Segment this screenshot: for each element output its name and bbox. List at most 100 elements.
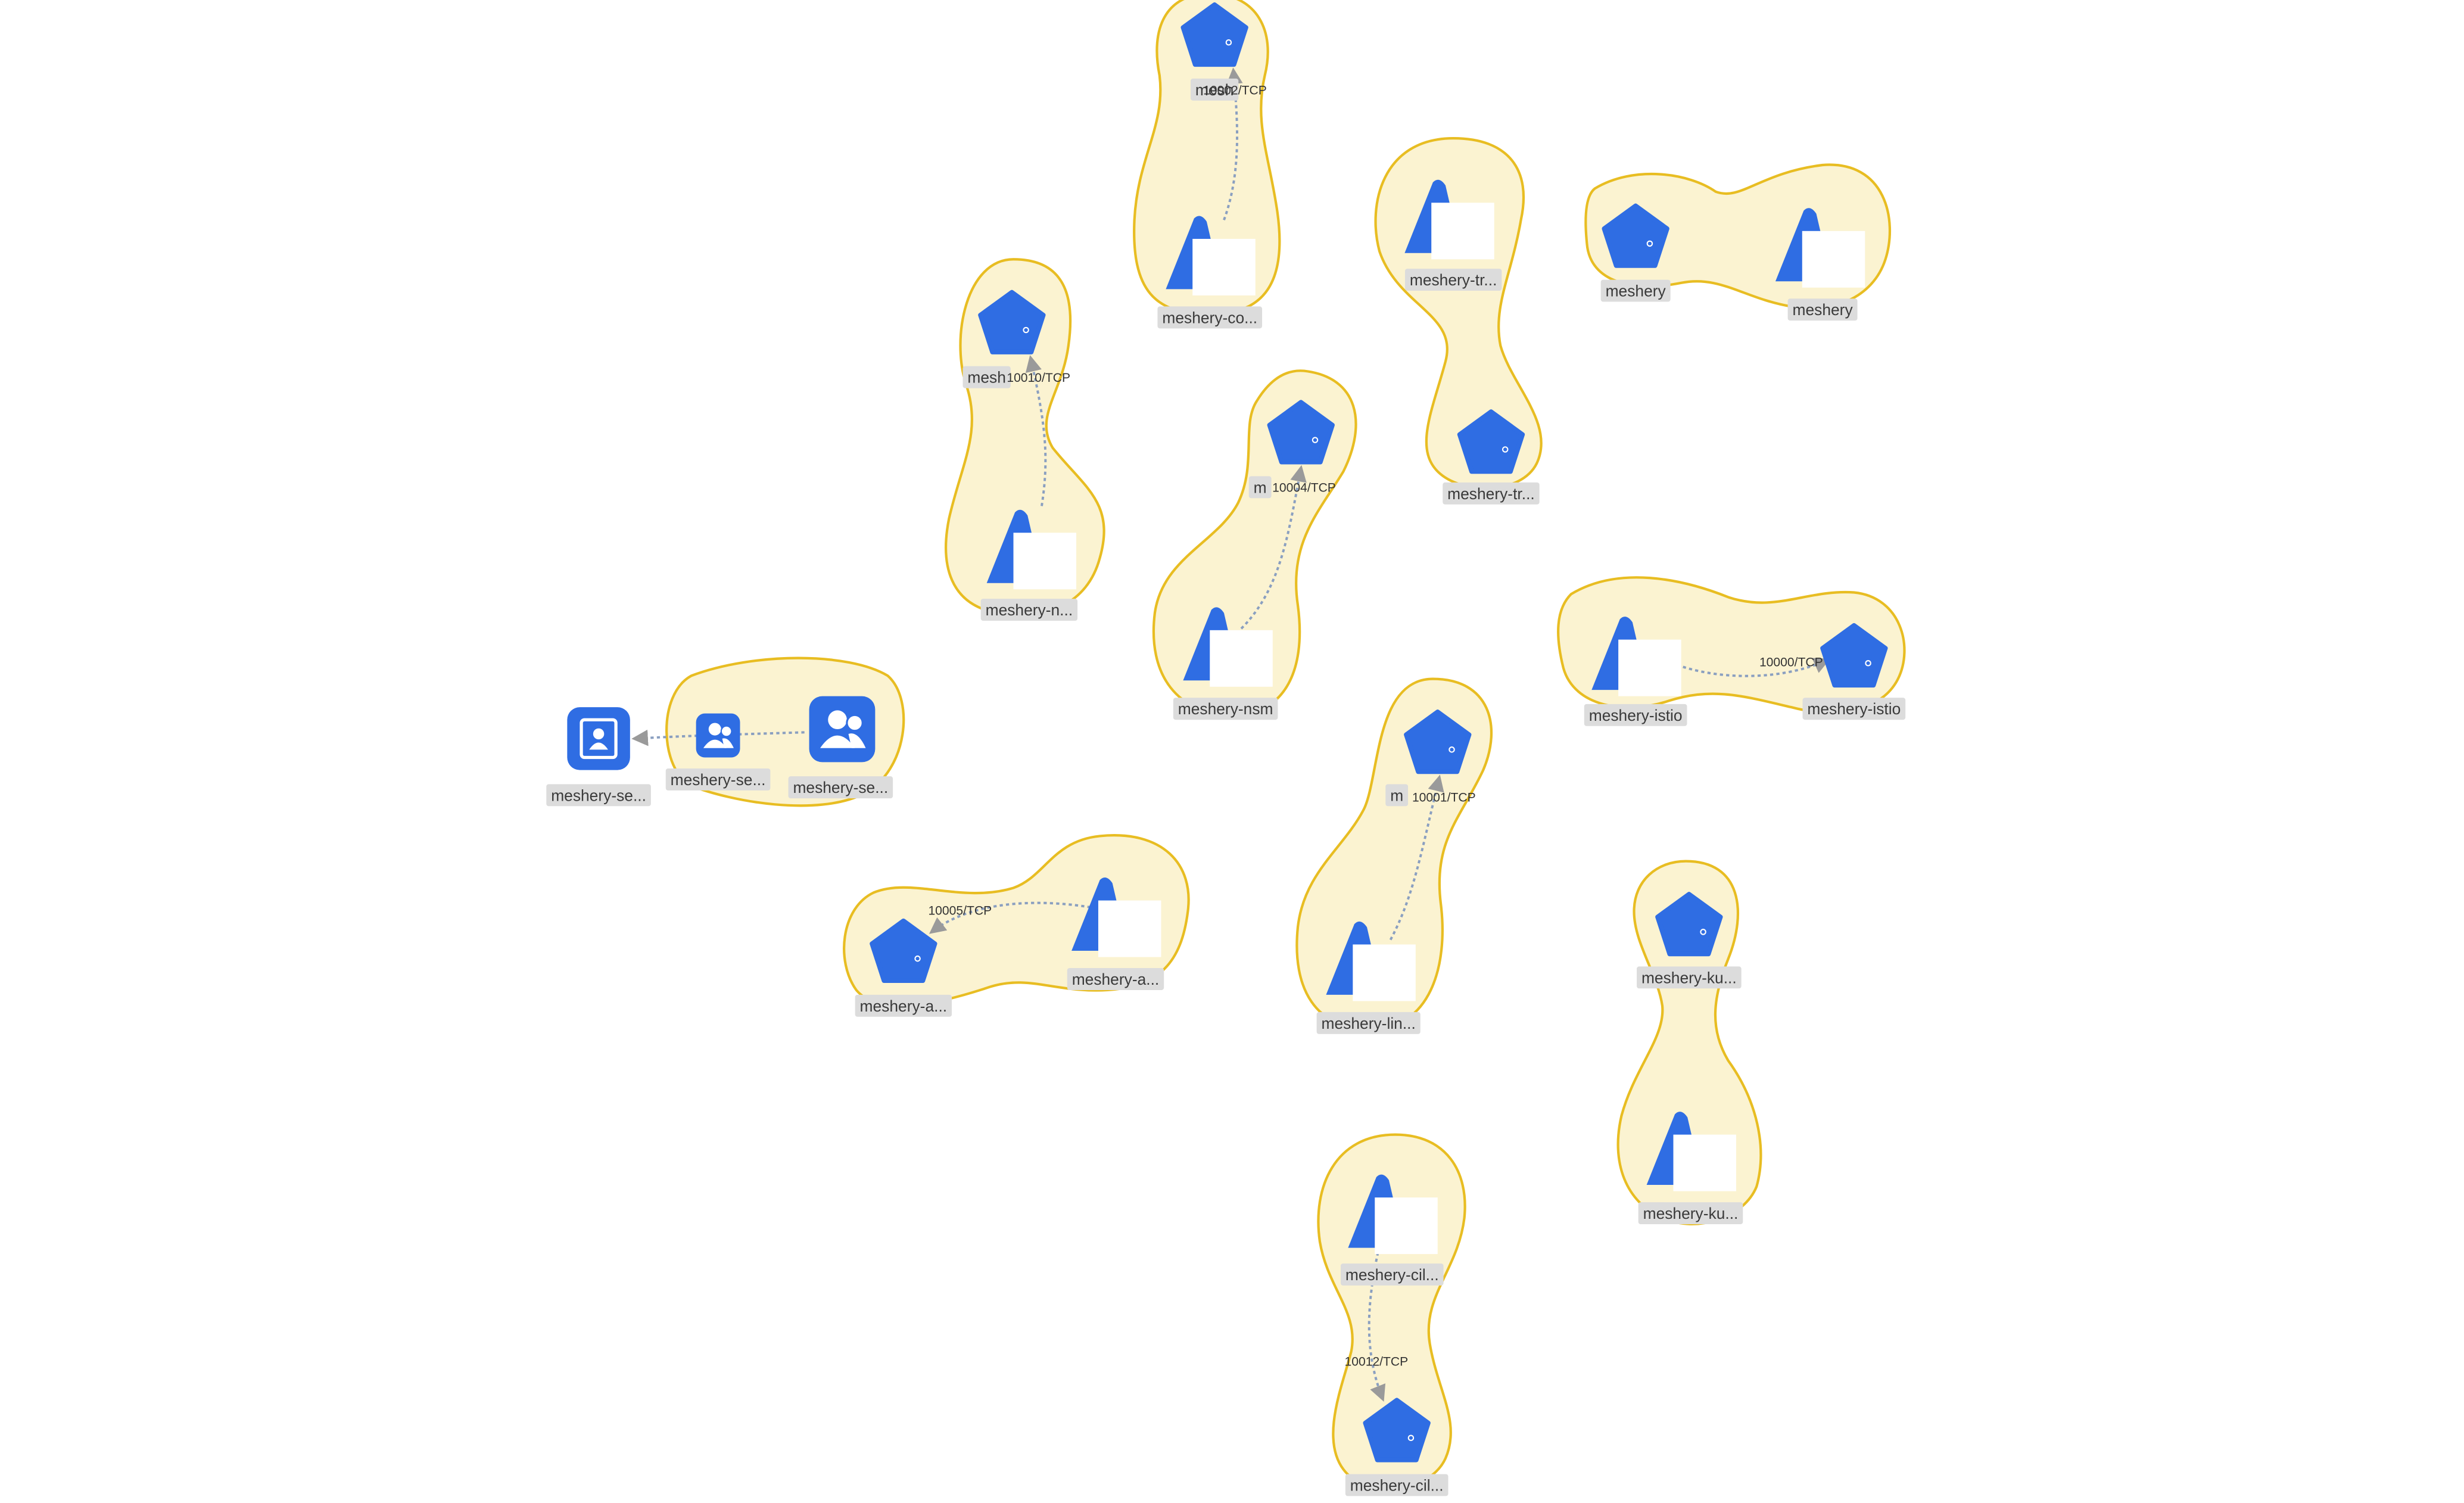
- node-mesh-istio-svc[interactable]: meshery-istio: [1802, 623, 1906, 720]
- deployment-icon: [1775, 208, 1865, 288]
- node-label-text: m: [1390, 786, 1403, 804]
- node-mesh-ku-dep[interactable]: meshery-ku...: [1638, 1112, 1743, 1225]
- edge-connection[interactable]: [1025, 355, 1047, 506]
- node-label-text: m: [1254, 478, 1267, 496]
- node-mesh-a-dep[interactable]: meshery-a...: [1067, 877, 1164, 990]
- edge-connection[interactable]: [929, 901, 1097, 934]
- node-label-text: meshery-istio: [1807, 700, 1901, 718]
- node-meshery-svc[interactable]: meshery: [1600, 203, 1671, 302]
- node-label-text: meshery-ku...: [1643, 1205, 1739, 1222]
- node-label: meshery-ku...: [1637, 966, 1742, 989]
- service-icon: [1820, 623, 1888, 688]
- node-mesh-tr-svc[interactable]: meshery-tr...: [1443, 409, 1540, 505]
- service-icon: [1363, 1398, 1431, 1462]
- node-mesh-nsm-dep[interactable]: meshery-nsm: [1173, 607, 1278, 720]
- node-label: meshery-a...: [855, 994, 952, 1017]
- node-label: meshery-tr...: [1404, 269, 1502, 291]
- role-binding-icon: [696, 713, 740, 758]
- node-label: meshery-lin...: [1316, 1012, 1421, 1034]
- node-label-text: meshery: [1606, 282, 1666, 300]
- node-label: meshery: [1787, 298, 1858, 321]
- node-label: meshery-istio: [1584, 704, 1687, 726]
- deployment-icon: [1183, 607, 1273, 687]
- node-label-text: meshery: [1793, 301, 1854, 319]
- node-label: meshery-co...: [1157, 306, 1263, 329]
- node-label: meshery-se...: [546, 784, 651, 807]
- node-label-text: meshery-istio: [1589, 707, 1683, 724]
- edge-port-label: 10004/TCP: [1272, 481, 1336, 495]
- node-mesh-cil-dep[interactable]: meshery-cil...: [1340, 1174, 1444, 1286]
- edge-port-label: 10010/TCP: [1007, 371, 1070, 385]
- node-label: meshery-se...: [665, 768, 771, 791]
- node-label: meshery-cil...: [1345, 1474, 1449, 1496]
- edge-connection[interactable]: [1240, 465, 1307, 630]
- node-mesh-co-dep[interactable]: meshery-co...: [1157, 216, 1263, 329]
- node-label-text: meshery-n...: [986, 601, 1073, 619]
- node-label: meshery: [1600, 279, 1671, 302]
- service-icon: [870, 918, 937, 984]
- service-account-icon: [809, 696, 876, 763]
- node-mesh-nsm-svc[interactable]: m: [1248, 400, 1335, 499]
- node-label: m: [1248, 476, 1272, 499]
- node-label: meshery-tr...: [1443, 482, 1540, 505]
- node-label-text: meshery-cil...: [1350, 1476, 1444, 1494]
- node-label: mesh: [962, 366, 1011, 388]
- edge-port-label: 10012/TCP: [1345, 1355, 1409, 1368]
- node-label: meshery-a...: [1067, 968, 1164, 990]
- node-label-text: meshery-tr...: [1447, 485, 1535, 503]
- node-label-text: meshery-se...: [793, 779, 888, 796]
- node-mesh-a-svc[interactable]: meshery-a...: [855, 918, 952, 1017]
- node-mesh-lin-svc[interactable]: m: [1385, 710, 1472, 807]
- node-label-text: meshery-se...: [671, 771, 766, 789]
- role-icon: [567, 707, 630, 770]
- node-label-text: meshery-a...: [860, 997, 948, 1015]
- node-label-text: meshery-ku...: [1641, 969, 1737, 987]
- node-mesh-se-rb[interactable]: meshery-se...: [665, 713, 771, 791]
- edge-connection[interactable]: [1665, 658, 1831, 677]
- node-label: m: [1385, 784, 1409, 807]
- node-mesh-istio-dep[interactable]: meshery-istio: [1584, 617, 1687, 726]
- node-label-text: meshery-tr...: [1410, 271, 1497, 289]
- node-label: meshery-n...: [980, 599, 1078, 621]
- node-mesh-se-role[interactable]: meshery-se...: [546, 707, 651, 807]
- deployment-icon: [1348, 1174, 1438, 1255]
- node-label-text: meshery-nsm: [1178, 700, 1273, 718]
- node-label: meshery-cil...: [1340, 1263, 1444, 1286]
- edge-port-label: 10000/TCP: [1759, 656, 1823, 670]
- service-icon: [1404, 710, 1472, 774]
- node-label-text: meshery-co...: [1162, 309, 1257, 326]
- node-label: meshery-ku...: [1638, 1202, 1743, 1225]
- edge-connection[interactable]: [1389, 774, 1444, 941]
- edge-port-label: 10001/TCP: [1412, 791, 1476, 804]
- deployment-icon: [1591, 617, 1681, 696]
- node-mesh-ku-svc[interactable]: meshery-ku...: [1637, 892, 1742, 989]
- node-label-text: meshery-a...: [1072, 970, 1160, 988]
- node-label: mesh: [1191, 78, 1239, 101]
- edge-labels-layer: 10002/TCP10010/TCP10004/TCP10000/TCP1000…: [928, 83, 1823, 1368]
- service-icon: [1267, 400, 1335, 465]
- edge-connection[interactable]: [1223, 67, 1243, 221]
- service-icon: [978, 290, 1046, 354]
- deployment-icon: [1071, 877, 1161, 957]
- service-icon: [1602, 203, 1669, 268]
- node-mesh-se-sa[interactable]: meshery-se...: [788, 696, 893, 799]
- node-label: meshery-istio: [1802, 698, 1906, 720]
- node-label-text: mesh: [967, 369, 1005, 387]
- node-mesh-lin-dep[interactable]: meshery-lin...: [1316, 921, 1421, 1034]
- deployment-icon: [1404, 179, 1494, 260]
- node-label-text: meshery-se...: [551, 786, 646, 804]
- node-mesh-co-svc[interactable]: mesh: [1180, 2, 1248, 101]
- node-mesh-n-dep[interactable]: meshery-n...: [980, 509, 1078, 621]
- deployment-icon: [1646, 1112, 1736, 1191]
- node-mesh-tr-dep[interactable]: meshery-tr...: [1404, 179, 1502, 291]
- node-mesh-n-svc[interactable]: mesh: [962, 290, 1046, 388]
- deployment-icon: [986, 509, 1077, 590]
- nodes-layer: mesh meshery-co... meshery-tr... meshery-tr…: [546, 2, 1906, 1496]
- node-label-text: mesh: [1195, 81, 1234, 99]
- node-mesh-cil-svc[interactable]: meshery-cil...: [1345, 1398, 1449, 1496]
- service-icon: [1457, 409, 1525, 474]
- node-label: meshery-nsm: [1173, 698, 1278, 720]
- node-label-text: meshery-cil...: [1345, 1266, 1439, 1284]
- node-meshery-dep[interactable]: meshery: [1775, 208, 1865, 321]
